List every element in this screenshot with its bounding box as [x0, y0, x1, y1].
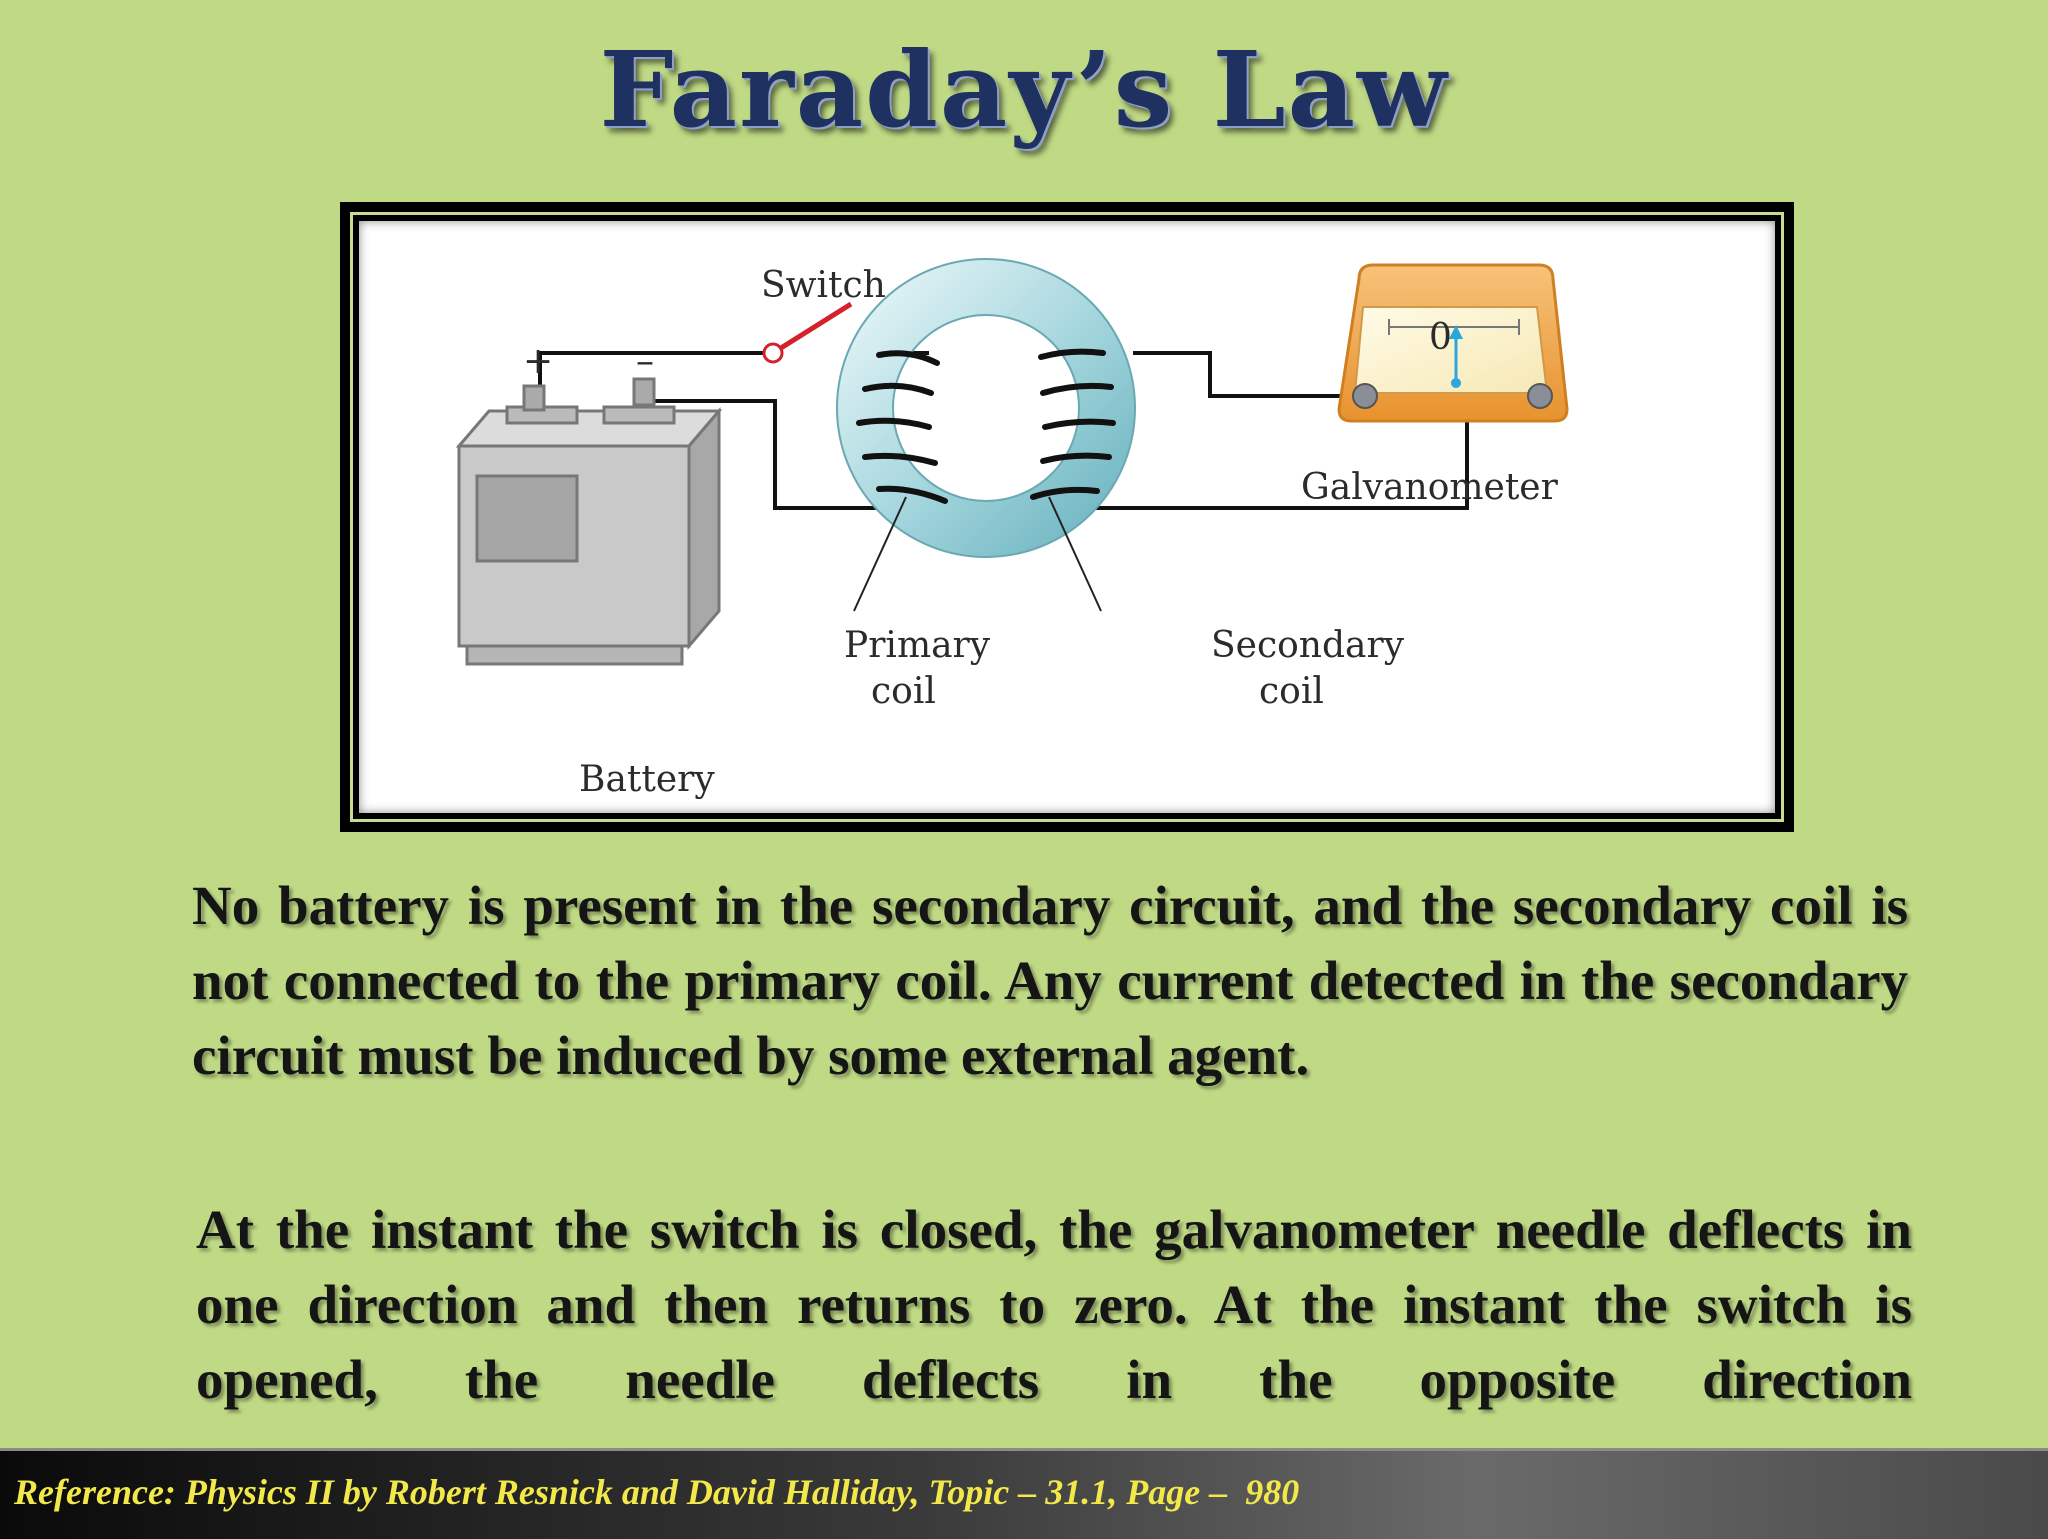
circuit-diagram: + – Switch [455, 258, 1569, 800]
wires [538, 351, 1469, 510]
paragraph-secondary-circuit: No battery is present in the secondary c… [192, 875, 1908, 1086]
primary-coil [856, 350, 948, 504]
figure-canvas: + – Switch [359, 221, 1775, 813]
secondary-coil-label-line2: coil [1259, 671, 1324, 712]
footer-bar: Reference: Physics II by Robert Resnick … [0, 1448, 2048, 1539]
primary-coil-label-line2: coil [871, 671, 936, 712]
galvanometer-needle [1449, 325, 1463, 388]
primary-coil-label-line1: Primary [844, 625, 991, 666]
galvanometer-icon [1337, 263, 1569, 423]
leader-lines [853, 496, 1102, 612]
reference-text: Reference: Physics II by Robert Resnick … [14, 1472, 1300, 1512]
battery-label: Battery [579, 759, 715, 800]
paragraph-switch-behavior: At the instant the switch is closed, the… [196, 1199, 1912, 1410]
secondary-coil-label-line1: Secondary [1211, 625, 1405, 666]
battery-minus-label: – [636, 341, 654, 382]
figure-border: + – Switch [350, 212, 1784, 822]
secondary-coil [1030, 348, 1116, 500]
slide-title: Faraday’s Law [599, 28, 1449, 151]
circuit-figure: + – Switch [340, 202, 1794, 832]
switch-label: Switch [761, 265, 886, 306]
battery-plus-label: + [523, 341, 553, 382]
battery-icon [455, 377, 723, 666]
iron-ring [836, 258, 1136, 558]
gauge-zero-label: 0 [1429, 317, 1452, 358]
galvanometer-label: Galvanometer [1301, 467, 1559, 508]
